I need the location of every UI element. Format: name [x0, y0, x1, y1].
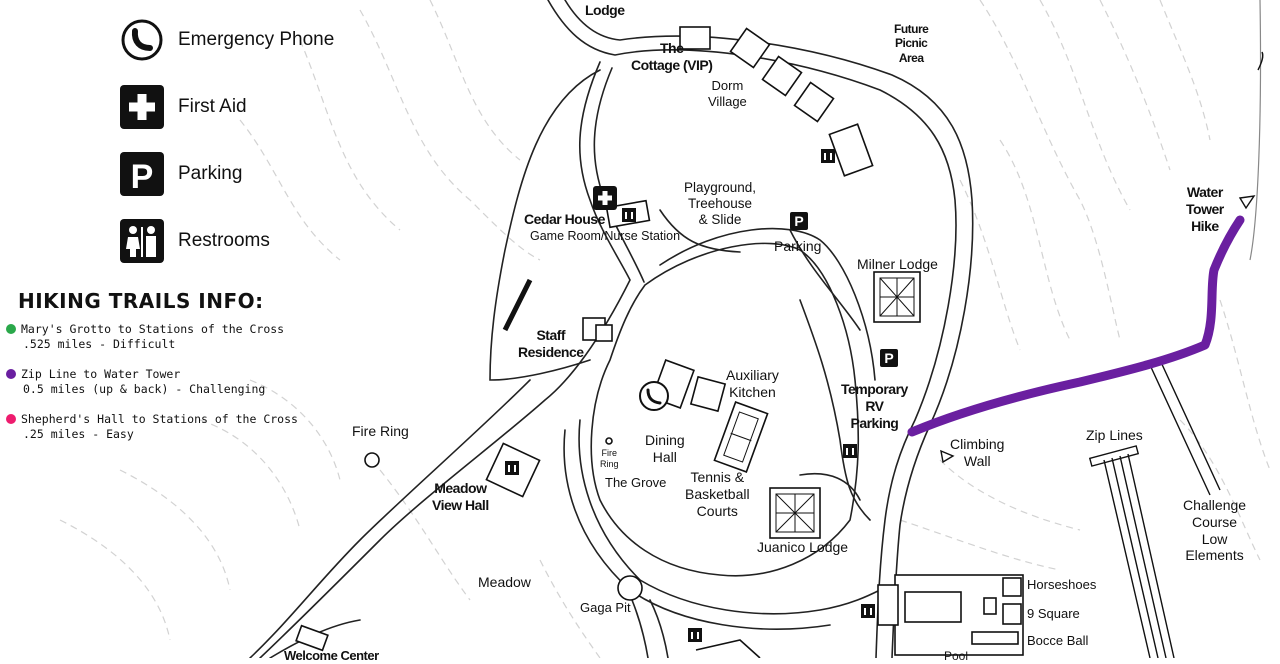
label-challenge-course: Challenge Course Low Elements — [1183, 497, 1247, 564]
label-fire-ring: Fire Ring — [352, 423, 409, 439]
hiking-trails-title: HIKING TRAILS INFO: — [18, 289, 264, 313]
label-bocce-ball: Bocce Ball — [1027, 633, 1089, 648]
trail-color-dot — [6, 324, 16, 334]
label-playground: Playground, Treehouse & Slide — [684, 180, 757, 228]
label-pool: Pool — [944, 649, 969, 663]
label-future-picnic: Future Picnic Area — [894, 22, 929, 65]
restroom-icon — [861, 604, 875, 618]
restroom-icon — [622, 208, 636, 222]
label-auxiliary-kitchen: Auxiliary Kitchen — [726, 367, 779, 400]
legend-label: Parking — [178, 163, 243, 184]
first-aid-icon — [593, 186, 617, 210]
tennis-court — [723, 411, 759, 463]
climbing-wall-marker-icon — [940, 449, 955, 464]
label-juanico-lodge: Juanico Lodge — [757, 539, 849, 555]
label-cedar-house: Cedar House — [524, 211, 605, 227]
label-milner-lodge: Milner Lodge — [857, 256, 938, 272]
label-cottage: The Cottage (VIP) — [631, 40, 713, 73]
challenge-line — [1149, 364, 1211, 496]
label-meadow: Meadow — [478, 574, 531, 590]
legend-label: Restrooms — [178, 230, 270, 251]
label-water-tower: Water Tower Hike — [1186, 184, 1224, 234]
legend-parking: P Parking — [120, 152, 242, 196]
label-dining-hall: Dining Hall — [645, 432, 685, 465]
phone-icon — [639, 381, 669, 411]
restroom-icon — [843, 444, 857, 458]
trail-detail: .25 miles - Easy — [23, 427, 134, 441]
label-dorm-village: Dorm Village — [708, 78, 747, 109]
label-the-grove: The Grove — [605, 475, 667, 490]
svg-text:P: P — [131, 158, 154, 196]
parking-icon: P — [790, 212, 808, 230]
label-lodge: Lodge — [585, 2, 625, 18]
lodge-hatch — [775, 277, 915, 533]
trail-color-dot — [6, 369, 16, 379]
zip-lines — [1088, 445, 1175, 658]
boundary-line — [1249, 0, 1262, 261]
label-gaga-pit: Gaga Pit — [580, 600, 631, 615]
label-temporary-rv: Temporary RV Parking — [841, 381, 908, 431]
trail-name: Zip Line to Water Tower — [21, 367, 181, 381]
first-aid-icon — [120, 85, 164, 129]
trail-color-dot — [6, 414, 16, 424]
label-climbing-wall: Climbing Wall — [950, 436, 1005, 469]
label-meadow-view-hall: Meadow View Hall — [432, 480, 489, 513]
label-staff-residence: Staff Residence — [518, 327, 584, 360]
trail-detail: 0.5 miles (up & back) - Challenging — [23, 382, 266, 396]
label-nine-square: 9 Square — [1027, 606, 1080, 621]
label-zip-lines: Zip Lines — [1086, 427, 1143, 443]
restroom-icon — [505, 461, 519, 475]
label-horseshoes: Horseshoes — [1027, 577, 1097, 592]
zip-line-trail — [907, 215, 1245, 437]
phone-icon — [120, 18, 164, 62]
svg-text:P: P — [884, 350, 893, 366]
contour-lines — [59, 0, 1271, 658]
restroom-icon — [688, 628, 702, 642]
label-fire-ring-small: Fire Ring — [600, 448, 619, 469]
trail-item-zip-line: Zip Line to Water Tower 0.5 miles (up & … — [6, 367, 265, 397]
label-parking: Parking — [774, 238, 822, 254]
trail-item-marys-grotto: Mary's Grotto to Stations of the Cross .… — [6, 322, 284, 352]
water-tower-marker-icon — [1238, 195, 1256, 210]
parking-icon: P — [120, 152, 164, 196]
legend-emergency-phone: Emergency Phone — [120, 18, 334, 62]
trail-name: Mary's Grotto to Stations of the Cross — [21, 322, 285, 336]
restroom-icon — [821, 149, 835, 163]
trail-detail: .525 miles - Difficult — [23, 337, 176, 351]
trail-name: Shepherd's Hall to Stations of the Cross — [21, 412, 298, 426]
label-welcome-center: Welcome Center — [284, 648, 379, 663]
label-game-room: Game Room/Nurse Station — [530, 229, 681, 243]
svg-text:P: P — [794, 213, 803, 229]
trail-item-shepherds-hall: Shepherd's Hall to Stations of the Cross… — [6, 412, 298, 442]
label-tennis-courts: Tennis & Basketball Courts — [685, 469, 750, 519]
parking-icon: P — [880, 349, 898, 367]
restroom-icon — [120, 219, 164, 263]
buildings — [295, 26, 1024, 658]
legend-first-aid: First Aid — [120, 85, 247, 129]
legend-restrooms: Restrooms — [120, 219, 270, 263]
legend-label: First Aid — [178, 96, 247, 117]
legend-label: Emergency Phone — [178, 29, 335, 50]
